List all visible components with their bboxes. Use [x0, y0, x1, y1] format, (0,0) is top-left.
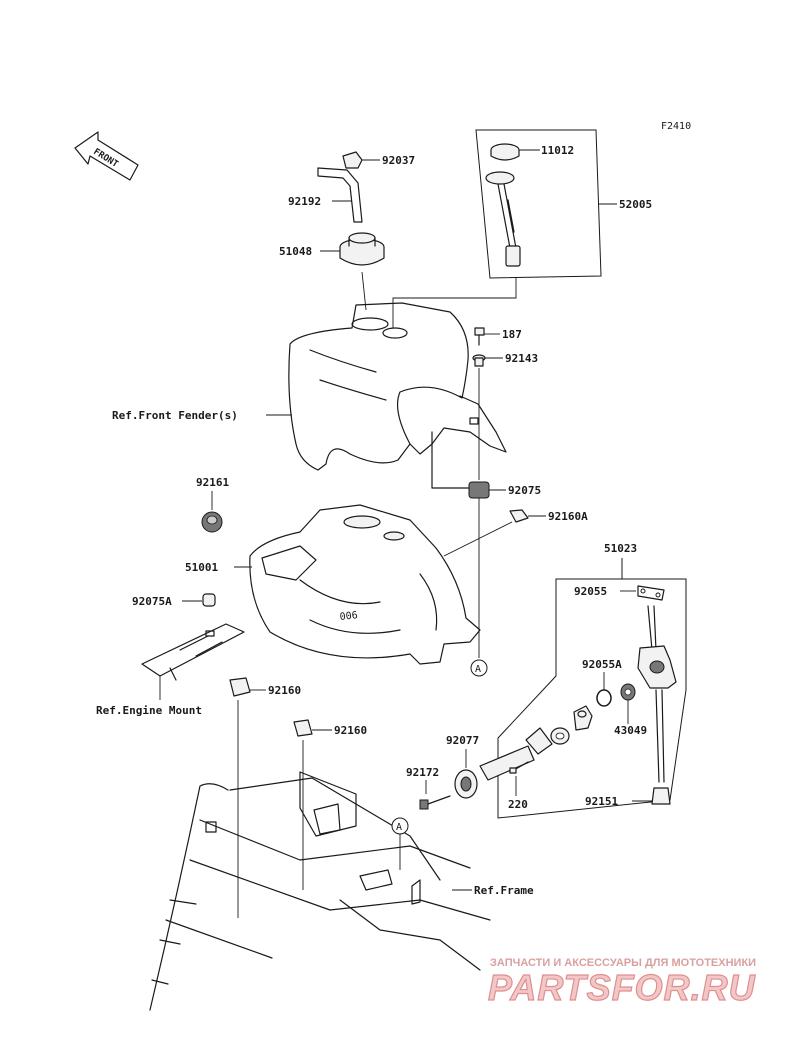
washer[interactable] [550, 727, 570, 745]
breather-hose-92192[interactable] [317, 167, 363, 223]
svg-text:A: A [396, 822, 402, 833]
screw-220[interactable] [509, 761, 529, 774]
ref-engine-mount: Ref.Engine Mount [96, 704, 202, 717]
label-92160-b: 92160 [334, 724, 367, 737]
label-92055A: 92055A [582, 658, 622, 671]
o-ring-92055A[interactable] [596, 689, 612, 707]
breather-clip-92037[interactable] [342, 151, 363, 169]
figure-id: F2410 [661, 121, 691, 132]
svg-text:A: A [475, 664, 481, 675]
ref-frame: Ref.Frame [474, 884, 534, 897]
label-92151: 92151 [585, 795, 618, 808]
pad-92160A[interactable] [509, 509, 529, 523]
o-ring-92055[interactable] [637, 585, 665, 601]
front-fender-reference [288, 302, 507, 489]
fuel-cap-51048[interactable] [339, 232, 385, 266]
label-92077: 92077 [446, 734, 479, 747]
label-187: 187 [502, 328, 522, 341]
bolt-92151[interactable] [651, 787, 671, 805]
damper-92161[interactable] [201, 511, 223, 533]
fuel-gauge-box-52005[interactable] [475, 129, 602, 279]
collar-92143[interactable] [472, 354, 486, 367]
fitting-92077[interactable] [454, 727, 553, 799]
fuel-tank-51001[interactable]: 006 [249, 504, 481, 665]
label-92192: 92192 [288, 195, 321, 208]
grommet-92075A[interactable] [202, 593, 216, 607]
label-51023: 51023 [604, 542, 637, 555]
fitting[interactable] [573, 705, 593, 731]
label-92172: 92172 [406, 766, 439, 779]
label-92075A: 92075A [132, 595, 172, 608]
label-52005: 52005 [619, 198, 652, 211]
watermark-tagline: ЗАПЧАСТИ И АКСЕССУАРЫ ДЛЯ МОТОТЕХНИКИ [490, 957, 756, 969]
label-92037: 92037 [382, 154, 415, 167]
ref-front-fender: Ref.Front Fender(s) [112, 409, 238, 422]
label-220: 220 [508, 798, 528, 811]
front-arrow-icon: FRONT [74, 131, 139, 181]
grommet-92075[interactable] [468, 481, 490, 499]
engine-mount-reference [141, 623, 245, 681]
label-51001: 51001 [185, 561, 218, 574]
screw-92172[interactable] [419, 795, 451, 810]
fuel-cock-body[interactable] [637, 605, 677, 783]
callout-a-top: A [470, 659, 488, 677]
label-92075: 92075 [508, 484, 541, 497]
label-92143: 92143 [505, 352, 538, 365]
label-92160-a: 92160 [268, 684, 301, 697]
bolt-187[interactable] [474, 327, 485, 346]
label-51048: 51048 [279, 245, 312, 258]
fuel-cock-assembly-box-51023[interactable] [497, 558, 687, 819]
bracket-92160-a[interactable] [229, 677, 251, 697]
callout-a-frame: A [391, 817, 409, 835]
gasket-43049[interactable] [620, 683, 636, 701]
label-92160A: 92160A [548, 510, 588, 523]
label-92055: 92055 [574, 585, 607, 598]
label-11012: 11012 [541, 144, 574, 157]
bracket-92160-b[interactable] [293, 719, 313, 737]
label-43049: 43049 [614, 724, 647, 737]
svg-text:006: 006 [339, 610, 358, 623]
label-92161: 92161 [196, 476, 229, 489]
frame-reference [149, 771, 491, 1011]
watermark-brand: PARTSFOR.RU [488, 967, 756, 1008]
